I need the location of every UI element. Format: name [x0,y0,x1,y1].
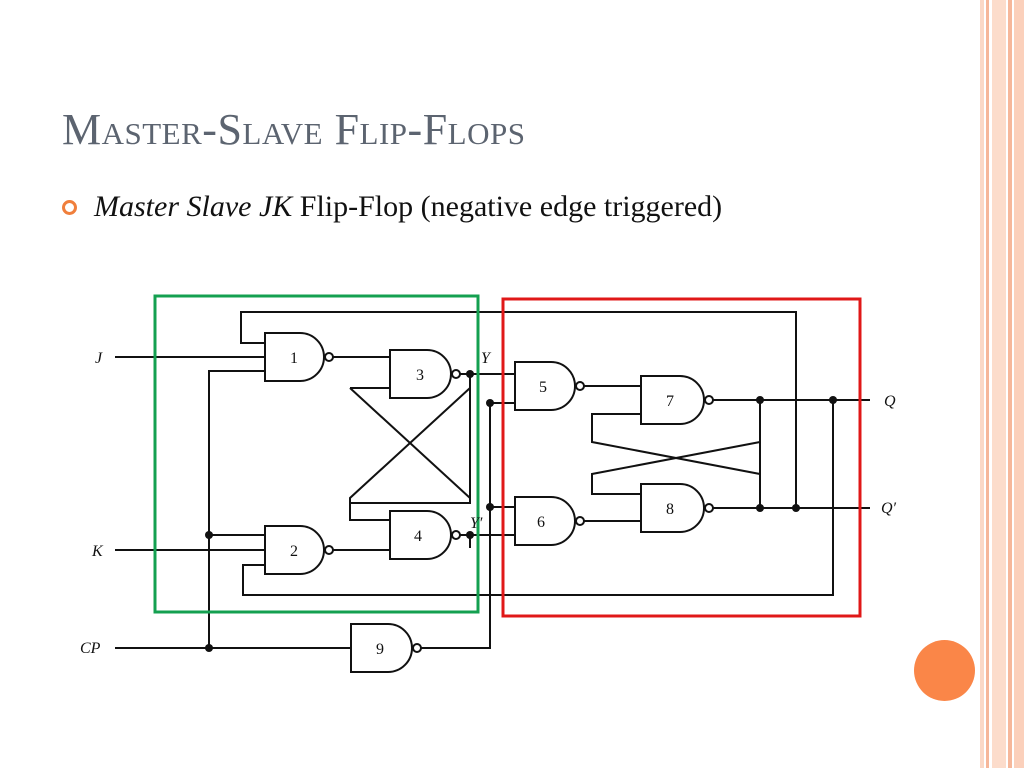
gate-1-bubble [324,352,334,362]
gate-7 [640,375,705,425]
wire-cp-to-1 [208,370,265,648]
gate-1 [264,332,325,382]
gate-8-bubble [704,503,714,513]
gate-4 [389,510,452,560]
gate-9 [350,623,413,673]
gate-3-bubble [451,369,461,379]
wire-slave-cross-3 [591,441,761,495]
master-box [153,294,480,614]
gate-9-bubble [412,643,422,653]
wire-qprime-to-1 [240,311,797,508]
junction-dots [205,370,837,652]
gate-5-label: 5 [539,379,547,396]
gate-9-label: 9 [376,641,384,658]
label-q-prime: Q′ [881,500,897,517]
bullet-circle-icon [62,200,77,215]
gate-5-bubble [575,381,585,391]
label-y-prime: Y′ [470,515,483,532]
label-q: Q [884,393,896,410]
gate-6-bubble [575,516,585,526]
gate-4-label: 4 [414,528,422,545]
gate-5 [514,361,576,411]
gate-6-label: 6 [537,514,545,531]
label-cp: CP [80,640,101,657]
bullet-item: Master Slave JK Flip-Flop (negative edge… [62,186,762,227]
slave-box [501,297,862,618]
bullet-text: Master Slave JK Flip-Flop (negative edge… [94,186,762,227]
label-y: Y [481,350,492,367]
bullet-plain-text: Flip-Flop (negative edge triggered) [292,190,723,223]
gate-7-bubble [704,395,714,405]
gate-2-label: 2 [290,543,298,560]
wire-q-to-2 [242,400,834,596]
gate-2 [264,525,325,575]
gate-6 [514,496,576,546]
slide-title: Master-Slave Flip-Flops [62,105,526,154]
wire-slave-cross [591,400,761,476]
gate-4-bubble [451,530,461,540]
wire-3-out-cross [349,374,471,504]
bullet-italic-text: Master Slave JK [94,190,293,223]
gate-8-label: 8 [666,501,674,518]
gate-2-bubble [324,545,334,555]
gate-1-label: 1 [290,350,298,367]
label-k: K [91,543,104,560]
wire-cross-a [349,387,471,499]
gate-8 [640,483,705,533]
gate-3-label: 3 [416,367,424,384]
decorative-orange-circle [914,640,975,701]
gate-3 [389,349,452,399]
wire-cross-c [349,498,390,521]
decorative-border [980,0,1024,768]
gate-7-label: 7 [666,393,674,410]
label-j: J [95,350,103,367]
